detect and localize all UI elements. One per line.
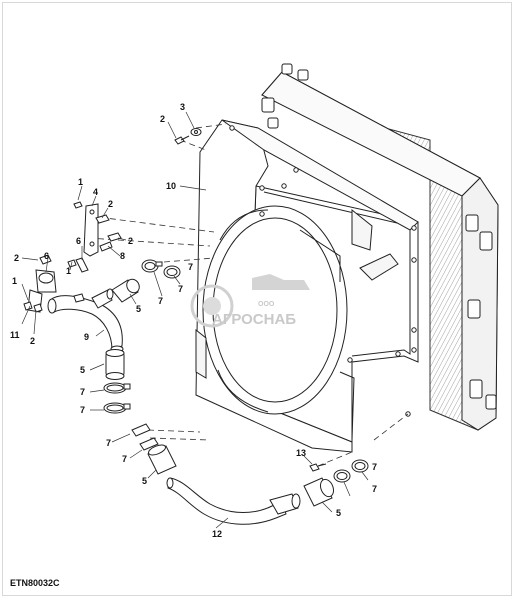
leader-lines — [21, 111, 369, 529]
callout-7: 7 — [122, 454, 127, 464]
callout-3: 3 — [180, 102, 185, 112]
callout-1: 1 — [66, 266, 71, 276]
watermark-small-text: ООО — [258, 301, 275, 308]
callout-7: 7 — [80, 387, 85, 397]
callout-7: 7 — [158, 296, 163, 306]
callout-5: 5 — [80, 365, 85, 375]
callout-2: 2 — [128, 236, 133, 246]
radiator — [261, 63, 499, 431]
callout-7: 7 — [178, 284, 183, 294]
callout-7: 7 — [188, 262, 193, 272]
callout-6: 6 — [44, 251, 49, 261]
callouts: 3 2 10 1 4 2 6 2 8 2 6 1 1 11 2 5 7 7 7 … — [10, 102, 377, 539]
callout-7: 7 — [372, 462, 377, 472]
fan-shroud — [195, 119, 419, 453]
callout-5: 5 — [142, 476, 147, 486]
callout-6: 6 — [76, 236, 81, 246]
callout-5: 5 — [336, 508, 341, 518]
callout-13: 13 — [296, 448, 306, 458]
callout-9: 9 — [84, 332, 89, 342]
callout-2: 2 — [108, 199, 113, 209]
assembly-lines — [87, 123, 409, 467]
callout-7: 7 — [106, 438, 111, 448]
callout-1: 1 — [12, 276, 17, 286]
diagram-frame — [2, 2, 512, 596]
bracket-assembly — [23, 201, 122, 313]
hose-fittings — [103, 259, 369, 525]
callout-1: 1 — [78, 177, 83, 187]
watermark-brand-text: АГРОСНАБ — [212, 311, 296, 328]
callout-7: 7 — [80, 405, 85, 415]
callout-2: 2 — [14, 253, 19, 263]
top-bolts — [174, 128, 202, 145]
callout-2: 2 — [30, 336, 35, 346]
callout-12: 12 — [212, 529, 222, 539]
callout-8: 8 — [120, 251, 125, 261]
drawing-code: ETN80032C — [10, 578, 60, 588]
watermark-gear-icon — [190, 284, 234, 328]
callout-10: 10 — [166, 181, 176, 191]
callout-4: 4 — [93, 187, 98, 197]
callout-5: 5 — [136, 304, 141, 314]
watermark-gear-hub-icon — [203, 297, 221, 315]
watermark: ООО АГРОСНАБ — [190, 274, 310, 328]
callout-2: 2 — [160, 114, 165, 124]
callout-11: 11 — [10, 330, 20, 340]
callout-7: 7 — [372, 484, 377, 494]
watermark-truck-icon — [252, 274, 310, 290]
